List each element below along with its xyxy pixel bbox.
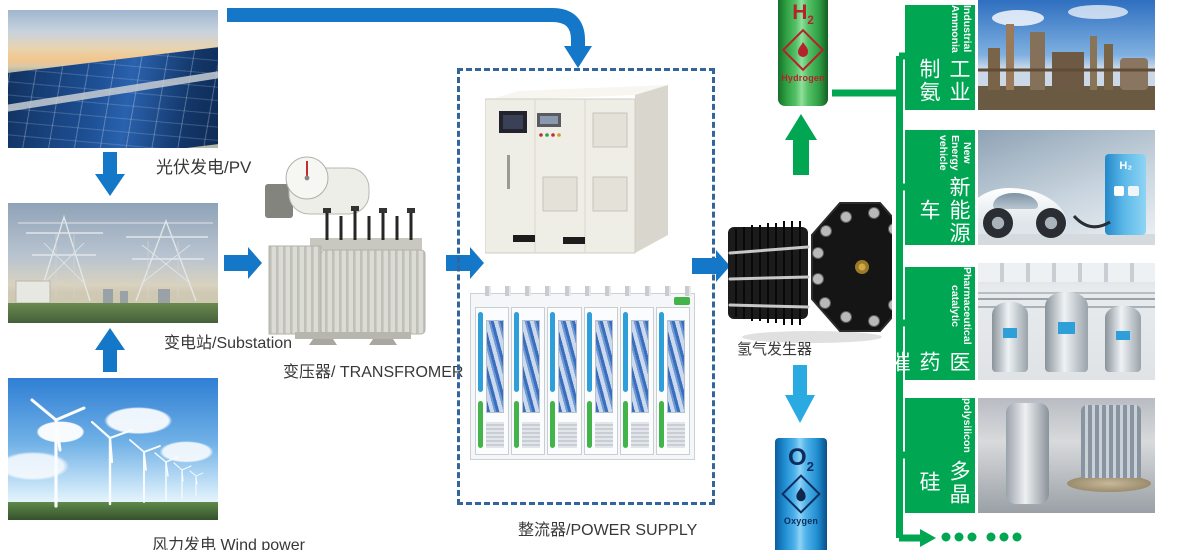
- reactor-base: [1066, 475, 1152, 493]
- wind-sky-clouds: [8, 378, 218, 520]
- power-supply-label: 整流器/POWER SUPPLY: [518, 522, 698, 539]
- substation-to-transformer-arrow: [224, 247, 262, 279]
- charging-cable: [1072, 214, 1111, 229]
- application-zh-label: 医药催化: [857, 350, 970, 374]
- o2-formula: O2: [787, 444, 814, 474]
- station-socket: [1128, 186, 1139, 196]
- wind-power-photo: [8, 378, 218, 520]
- wind-turbines: [30, 398, 204, 508]
- hydrogen-name: Hydrogen: [781, 72, 825, 83]
- more-applications-dots: [941, 532, 1022, 542]
- power-supply-cabinet-photo: [485, 85, 668, 254]
- reactor-vessel: [1006, 402, 1049, 504]
- ammonia-plant-photo: [978, 0, 1155, 110]
- steel-vessel: [992, 301, 1028, 372]
- power-supply-to-generator-arrow: [692, 250, 730, 282]
- cabinet-doors: [474, 306, 691, 456]
- car-wheel: [1036, 208, 1067, 239]
- rectifier-cabinets-photo: [470, 286, 695, 460]
- generator-to-hydrogen-arrow: [785, 114, 817, 175]
- substation-label: 变电站/Substation: [164, 335, 293, 352]
- cabinet-door: [583, 307, 618, 455]
- pharmaceutical-plant-photo: [978, 263, 1155, 380]
- transformer-photo: [265, 156, 426, 345]
- pv-to-substation-arrow: [95, 152, 125, 196]
- application-box-polysilicon: 多晶硅 polysilicon: [905, 398, 975, 513]
- substation-ground: [8, 302, 218, 323]
- steel-vessel: [1105, 306, 1141, 372]
- ev-floor: [978, 233, 1155, 245]
- hydrogen-cylinder: H2 Hydrogen: [778, 0, 828, 106]
- substation-photo: [8, 203, 218, 323]
- generator-label: 氢气发生器: [737, 341, 813, 358]
- application-box-new-energy-vehicle: 新能源车 New Energy vehicle: [905, 130, 975, 245]
- polysilicon-plant-photo: [978, 398, 1155, 513]
- cabinet-door: [619, 307, 654, 455]
- application-zh-label: 工业制氨: [917, 58, 970, 105]
- oxygen-name: Oxygen: [783, 516, 819, 526]
- new-energy-vehicle-photo: H₂: [978, 130, 1155, 245]
- application-en-label: Industrial Ammonia: [949, 5, 973, 53]
- pv-label: 光伏发电/PV: [156, 158, 252, 177]
- application-en-label: Pharmaceutical catalytic: [949, 267, 973, 345]
- flame-icon: [798, 41, 808, 57]
- silicon-rod-bundle: [1080, 404, 1141, 479]
- car-windshield: [992, 193, 1038, 209]
- hydrogen-distribution-connector: [832, 52, 1022, 547]
- application-en-label: New Energy vehicle: [937, 134, 973, 171]
- solar-pv-photo: [8, 10, 218, 148]
- wind-ground: [8, 501, 218, 520]
- cabinet-top-insulators: [471, 286, 694, 296]
- brand-logo: [674, 297, 690, 305]
- oxidizer-diamond-icon: [781, 474, 821, 514]
- cabinet-door: [547, 307, 582, 455]
- flame-icon: [796, 486, 806, 501]
- refinery-structures: [978, 5, 1155, 110]
- transformer-label: 变压器/ TRANSFROMER: [283, 364, 464, 381]
- generator-to-oxygen-arrow: [785, 365, 815, 423]
- ceiling-lights: [978, 263, 1155, 282]
- cabinet-door: [475, 307, 510, 455]
- cabinet-door: [511, 307, 546, 455]
- flammable-diamond-icon: [781, 28, 825, 71]
- application-en-label: polysilicon: [961, 398, 973, 453]
- substation-lattice: [15, 214, 213, 304]
- application-box-pharmaceutical-catalytic: 医药催化 Pharmaceutical catalytic: [857, 267, 975, 380]
- hydrogen-charging-station: H₂: [1105, 154, 1147, 235]
- station-socket: [1113, 186, 1125, 196]
- pv-to-power-supply-connector-arrow: [227, 8, 592, 68]
- transformer-to-power-supply-arrow: [446, 247, 484, 279]
- wind-label: 风力发电 Wind power: [152, 537, 305, 550]
- application-zh-label: 多晶硅: [917, 459, 970, 506]
- steel-vessel: [1045, 292, 1088, 372]
- station-h2-label: H₂: [1119, 160, 1133, 173]
- application-zh-label: 新能源车: [917, 175, 970, 245]
- h2-formula: H2: [792, 1, 814, 28]
- hydrogen-generator-photo: [728, 202, 892, 343]
- wind-to-substation-arrow: [95, 328, 125, 372]
- application-box-industrial-ammonia: 工业制氨 Industrial Ammonia: [905, 5, 975, 110]
- car-wheel: [983, 208, 1014, 239]
- oxygen-cylinder: O2 Oxygen: [775, 438, 827, 550]
- cabinet-door: [655, 307, 691, 455]
- power-supply-dashed-boundary: [457, 68, 715, 505]
